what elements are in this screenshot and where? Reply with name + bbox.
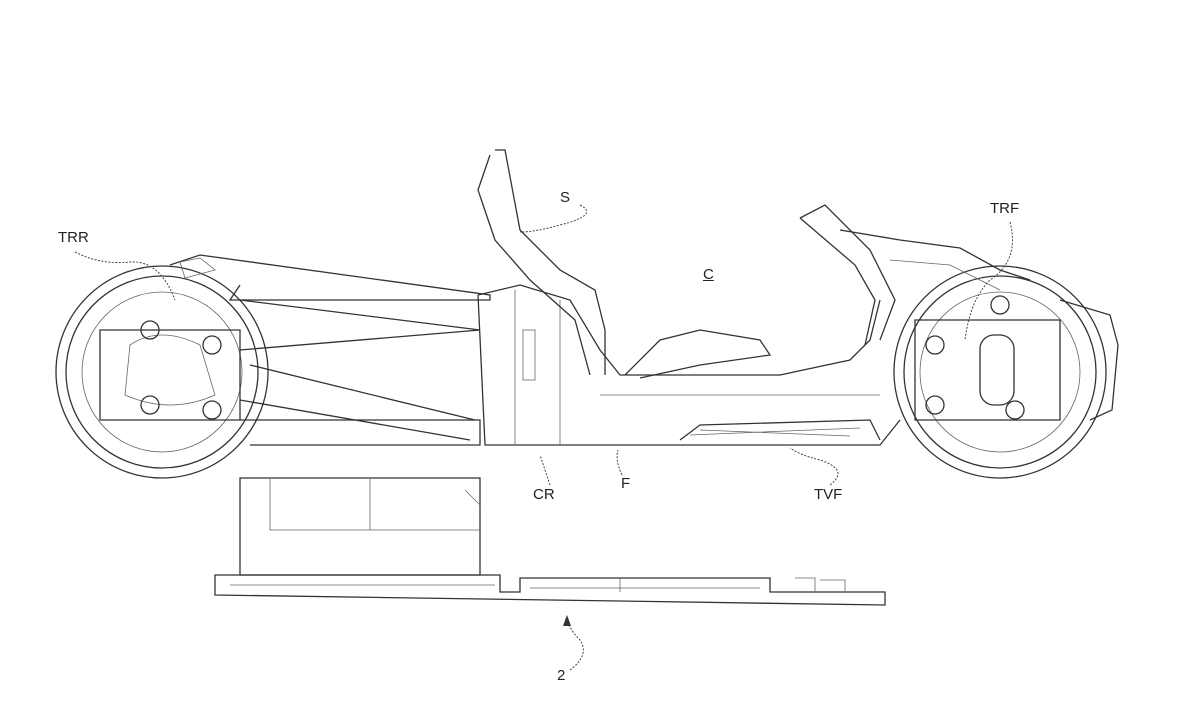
label-platform: 2 [557,667,566,684]
label-frame: F [621,475,631,492]
label-seat: S [560,189,571,206]
label-front-wheel: TRF [990,200,1020,217]
battery-platform [214,477,886,606]
label-front-tube: TVF [814,486,843,503]
label-rear-wheel: TRR [58,229,89,246]
rear-frame [169,254,491,446]
steering-column [799,204,1031,346]
label-chassis: C [703,266,714,283]
rear-wheel [55,265,269,479]
central-frame [477,284,901,446]
label-crossmember: CR [533,486,555,503]
front-wheel [893,265,1119,479]
seat [477,149,772,379]
leader-lines [74,204,1013,671]
